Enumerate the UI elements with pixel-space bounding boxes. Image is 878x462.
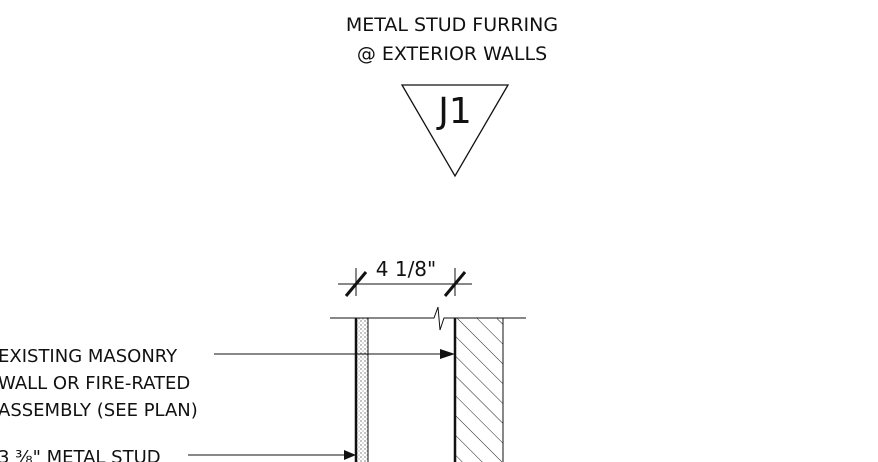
leader-stud-arrow xyxy=(344,450,356,460)
callout-masonry-line-2: WALL OR FIRE-RATED xyxy=(0,373,190,394)
masonry-wall-hatch xyxy=(455,318,503,462)
detail-title-line-2: @ EXTERIOR WALLS xyxy=(357,43,547,65)
callout-masonry-line-3: ASSEMBLY (SEE PLAN) xyxy=(0,400,198,421)
callout-stud: 3 ⅜" METAL STUD xyxy=(0,447,161,462)
detail-title-line-1: METAL STUD FURRING xyxy=(346,14,558,36)
dimension-tick-right xyxy=(443,271,467,297)
callout-masonry-line-1: EXISTING MASONRY xyxy=(0,346,178,367)
gypsum-board xyxy=(356,318,368,462)
detail-tag-triangle xyxy=(400,84,510,178)
leader-masonry-arrow xyxy=(440,349,455,359)
dimension-label: 4 1/8" xyxy=(376,257,436,281)
detail-tag-label: J1 xyxy=(436,91,472,132)
dimension-tick-left xyxy=(344,271,368,297)
